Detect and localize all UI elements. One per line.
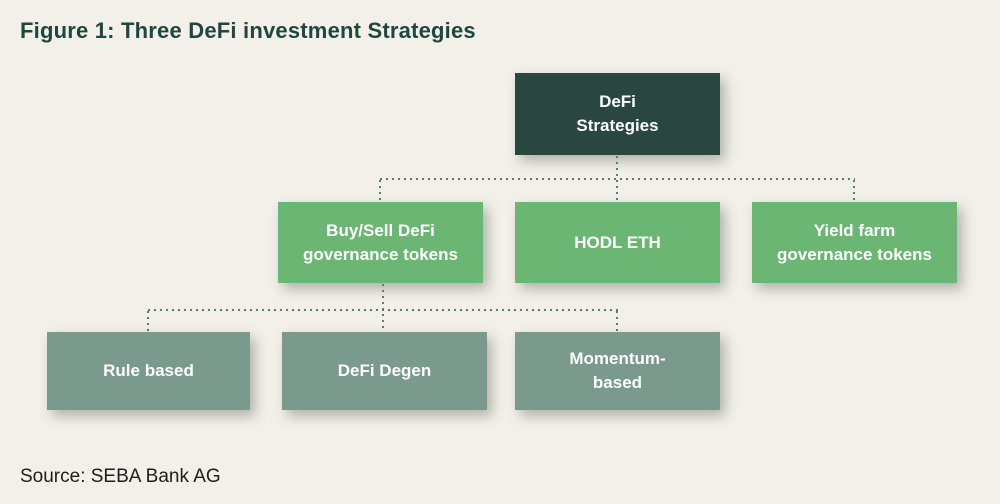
connector-rule-based-drop — [147, 311, 149, 332]
connector-yield-farm-drop — [853, 180, 855, 202]
figure-source: Source: SEBA Bank AG — [20, 466, 221, 487]
node-defi-strategies: DeFi Strategies — [515, 73, 720, 155]
node-defi-degen: DeFi Degen — [282, 332, 487, 410]
figure-title: Figure 1: Three DeFi investment Strategi… — [20, 18, 476, 43]
node-hodl-eth: HODL ETH — [515, 202, 720, 283]
node-momentum-based: Momentum- based — [515, 332, 720, 410]
node-rule-based: Rule based — [47, 332, 250, 410]
connector-buy-sell-stem — [382, 284, 384, 332]
node-buy-sell-defi-governance-tokens: Buy/Sell DeFi governance tokens — [278, 202, 483, 283]
connector-level1-horizontal — [380, 178, 855, 180]
connector-level2-horizontal — [148, 309, 618, 311]
connector-momentum-drop — [616, 311, 618, 332]
node-yield-farm-governance-tokens: Yield farm governance tokens — [752, 202, 957, 283]
connector-buy-sell-drop — [379, 180, 381, 202]
